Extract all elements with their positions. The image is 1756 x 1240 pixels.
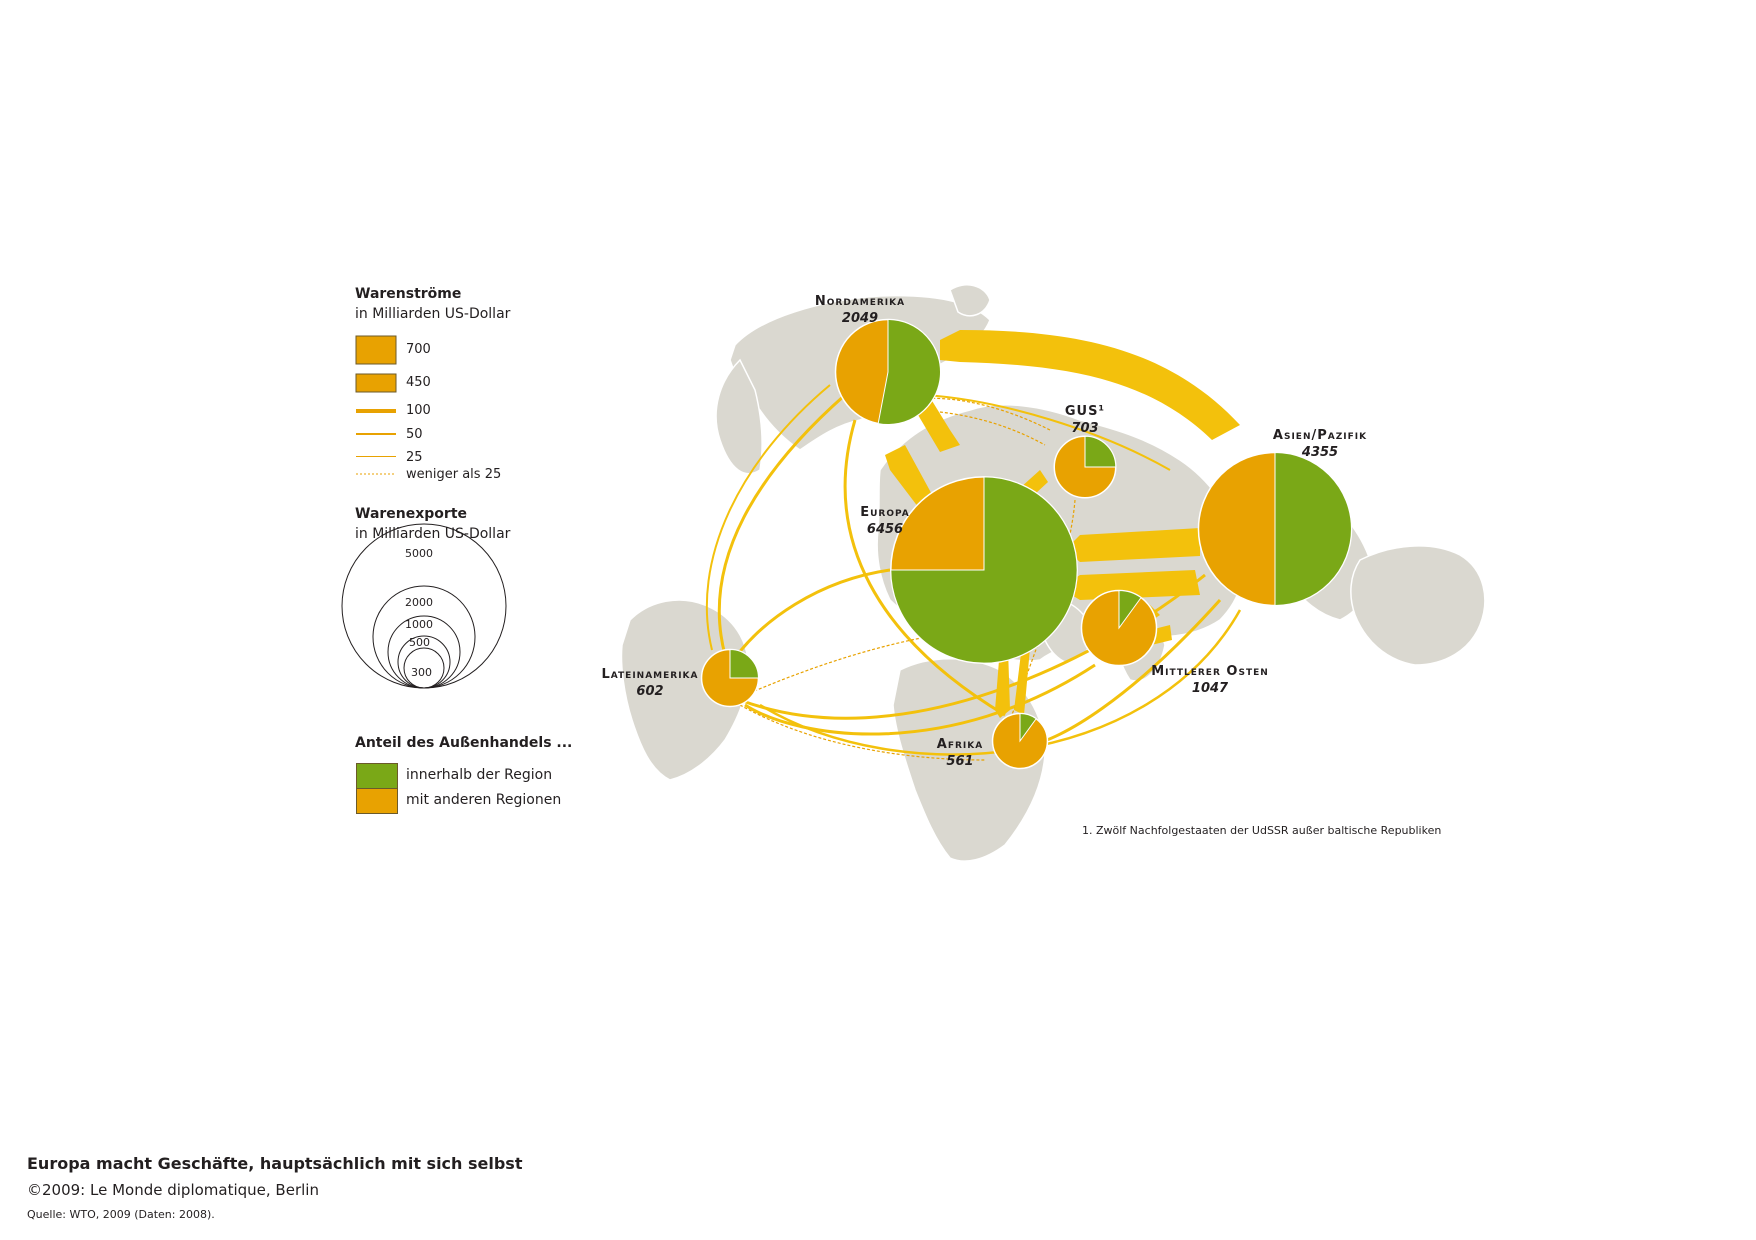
- legend-flows-unit: in Milliarden US-Dollar: [355, 306, 511, 322]
- region-label-europa: Europa: [860, 505, 910, 520]
- source-line: Quelle: WTO, 2009 (Daten: 2008).: [27, 1208, 215, 1221]
- region-label-mittlerer-osten: Mittlerer Osten: [1151, 664, 1269, 679]
- figure-title: Europa macht Geschäfte, hauptsächlich mi…: [27, 1154, 523, 1173]
- pie-mittlerer_osten: [1080, 589, 1158, 667]
- legend-flow-label-700: 700: [406, 342, 431, 357]
- legend-flow-100: [356, 409, 396, 413]
- flow-asien-europa: [1060, 570, 1200, 600]
- legend-flow-label-450: 450: [406, 375, 431, 390]
- flow-nordamerika-afrika: [843, 419, 1006, 717]
- region-value-lateinamerika: 602: [636, 684, 664, 699]
- pie-asien: [1197, 451, 1353, 607]
- region-label-gus: GUS¹: [1064, 404, 1106, 419]
- legend-flow-25: [356, 456, 396, 457]
- region-value-afrika: 561: [946, 754, 974, 769]
- flow-mittlerer-osten-lateinamerika: [744, 663, 1096, 736]
- flow-afrika-europa: [1014, 645, 1030, 715]
- credit-line: ©2009: Le Monde diplomatique, Berlin: [27, 1181, 319, 1199]
- legend-flow-samples: [355, 335, 397, 475]
- legend-circle-300: [403, 647, 445, 689]
- pie-europa: [890, 476, 1078, 664]
- legend-flow-label-100: 100: [406, 403, 431, 418]
- land-greenland: [949, 284, 991, 317]
- flow-lateinamerika-afrika: [739, 704, 986, 761]
- region-value-europa: 6456: [866, 522, 904, 537]
- legend-circle-label-5000: 5000: [405, 547, 433, 560]
- legend-share-within: innerhalb der Region: [406, 767, 553, 783]
- region-label-afrika: Afrika: [936, 737, 984, 752]
- region-label-asien: Asien/Pazifik: [1272, 428, 1368, 443]
- legend-share-other: mit anderen Regionen: [406, 792, 562, 808]
- legend-swatch-within: [356, 763, 398, 789]
- flow-europa-lateinamerika: [728, 568, 891, 666]
- pie-nordamerika: [834, 318, 942, 426]
- pie-gus: [1053, 435, 1117, 499]
- region-label-nordamerika: Nordamerika: [814, 294, 906, 309]
- flow-nordamerika-asien-north: [924, 394, 1171, 471]
- legend-flow-50: [356, 433, 396, 435]
- region-value-gus: 703: [1071, 421, 1099, 436]
- legend-circle-label-2000: 2000: [405, 596, 433, 609]
- land-south-america: [620, 599, 749, 781]
- land-australia: [1350, 545, 1486, 666]
- footnote: 1. Zwölf Nachfolgestaaten der UdSSR auße…: [1082, 824, 1442, 837]
- region-label-lateinamerika: Lateinamerika: [601, 667, 699, 682]
- pie-afrika: [991, 712, 1049, 770]
- region-value-asien: 4355: [1301, 445, 1339, 460]
- legend-share-title: Anteil des Außenhandels ...: [355, 735, 573, 751]
- flow-nordamerika-lateinamerika: [717, 393, 846, 656]
- legend-circle-label-1000: 1000: [405, 618, 433, 631]
- region-value-nordamerika: 2049: [841, 311, 879, 326]
- legend-circle-label-500: 500: [409, 636, 430, 649]
- pie-slice-within-afrika: [1019, 713, 1037, 743]
- region-value-mittlerer-osten: 1047: [1191, 681, 1229, 696]
- pie-slice-within-mittlerer_osten: [1118, 589, 1142, 630]
- legend-flow-label-50: 50: [406, 427, 423, 442]
- flow-gus-nordamerika: [909, 397, 1051, 431]
- flow-lateinamerika-nordamerika: [705, 384, 831, 651]
- region-pies: [700, 318, 1353, 770]
- flow-lateinamerika-mittlerer-osten: [744, 627, 1051, 696]
- pie-slice-within-lateinamerika: [729, 649, 759, 679]
- flow-europa-afrika: [995, 648, 1010, 718]
- legend-swatch-other: [356, 788, 398, 814]
- legend-flow-label-25: 25: [406, 450, 423, 465]
- legend-exports-title: Warenexporte: [355, 506, 468, 522]
- legend-flows-title: Warenströme: [355, 286, 462, 302]
- pie-slice-within-nordamerika: [877, 319, 941, 425]
- legend-exports-unit: in Milliarden US-Dollar: [355, 526, 511, 542]
- pie-slice-within-gus: [1084, 435, 1117, 468]
- legend-circle-label-300: 300: [411, 666, 432, 679]
- legend-flow-label-less-25: weniger als 25: [406, 467, 502, 482]
- legend-flow-700: [355, 335, 397, 365]
- pie-slice-within-europa: [890, 476, 1078, 664]
- legend-circle-sizes: [341, 523, 507, 689]
- thin-flows: [705, 384, 1242, 756]
- pie-slice-within-asien: [1274, 451, 1352, 607]
- land-north-america-west: [715, 358, 763, 475]
- flow-europa-asien: [1065, 528, 1200, 562]
- flow-asien-lateinamerika: [739, 573, 1206, 720]
- pie-lateinamerika: [700, 648, 760, 708]
- flow-asien-nordamerika: [940, 330, 1240, 440]
- legend-flow-450: [355, 373, 397, 393]
